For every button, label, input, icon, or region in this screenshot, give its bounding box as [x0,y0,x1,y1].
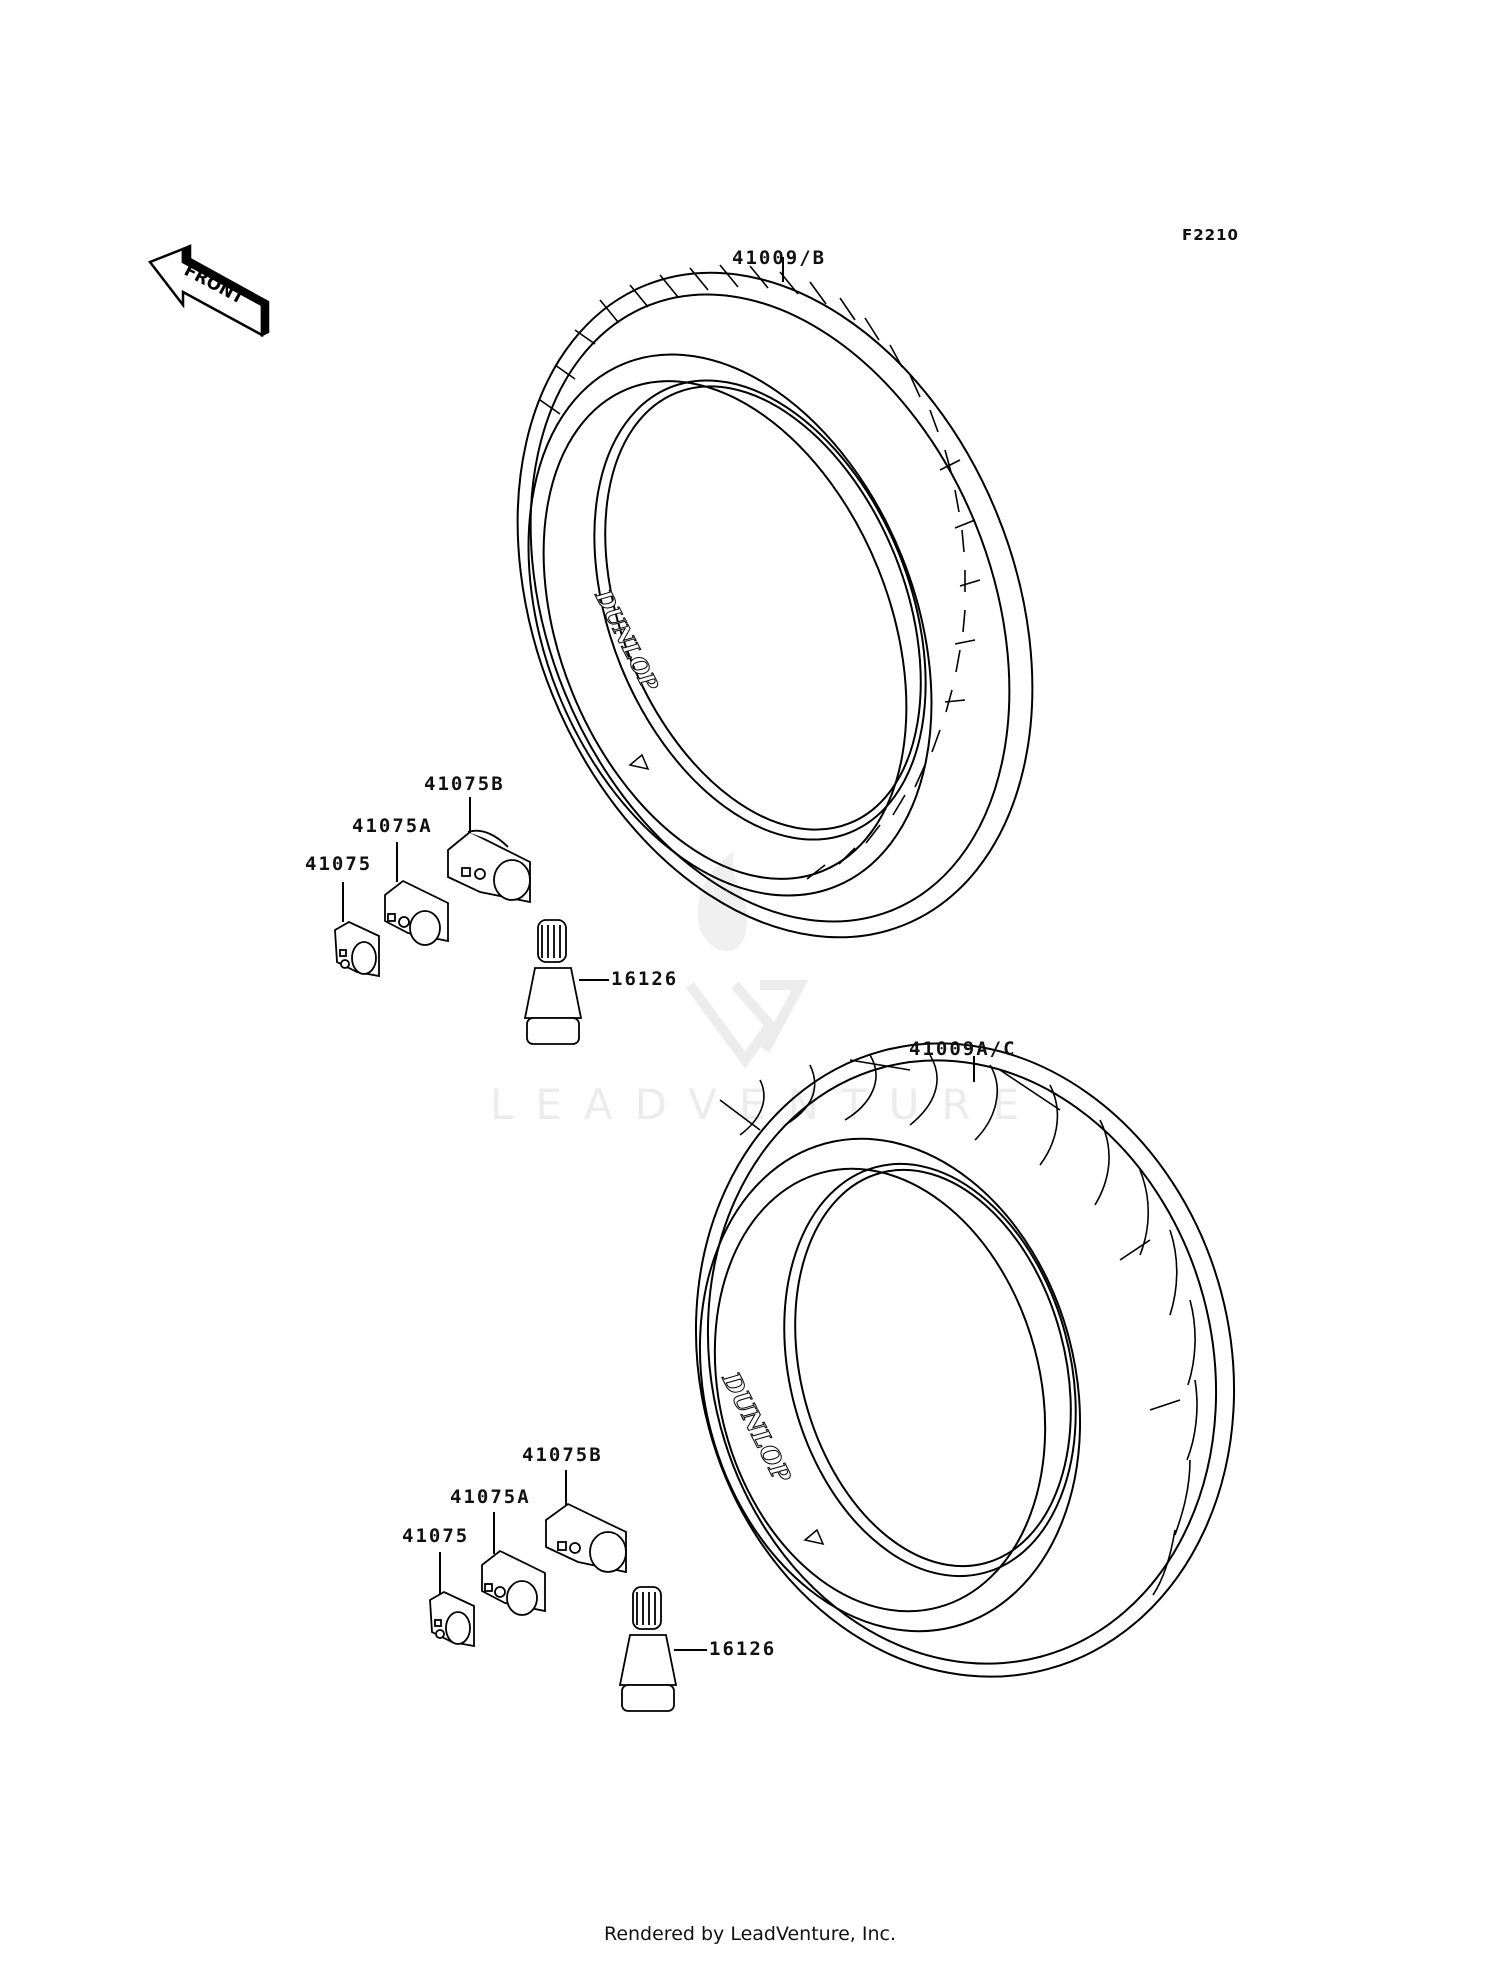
front-arrow-icon: FRONT [147,244,270,338]
rear-leader-lines [439,1470,707,1651]
rear-tire-illustration: DUNLOP [694,1042,1236,1678]
part-label-41009-b[interactable]: 41009/B [732,247,827,269]
part-label-41075b-front[interactable]: 41075B [424,773,505,795]
svg-text:DUNLOP: DUNLOP [716,1367,797,1488]
footer-credit: Rendered by LeadVenture, Inc. [603,1923,897,1945]
part-label-16126-rear[interactable]: 16126 [709,1638,777,1660]
part-label-16126-front[interactable]: 16126 [611,968,679,990]
front-hardware-group [334,829,583,1045]
figure-id: F2210 [1182,226,1239,244]
part-label-41075a-rear[interactable]: 41075A [450,1486,531,1508]
front-leader-lines [342,797,609,981]
part-label-41075b-rear[interactable]: 41075B [522,1444,603,1466]
part-label-41075-front[interactable]: 41075 [305,853,373,875]
rear-hardware-group [429,1502,678,1712]
watermark-logo-icon [685,850,809,1069]
part-label-41009a-c[interactable]: 41009A/C [909,1038,1017,1060]
part-label-41075-rear[interactable]: 41075 [402,1525,470,1547]
part-label-41075a-front[interactable]: 41075A [352,815,433,837]
